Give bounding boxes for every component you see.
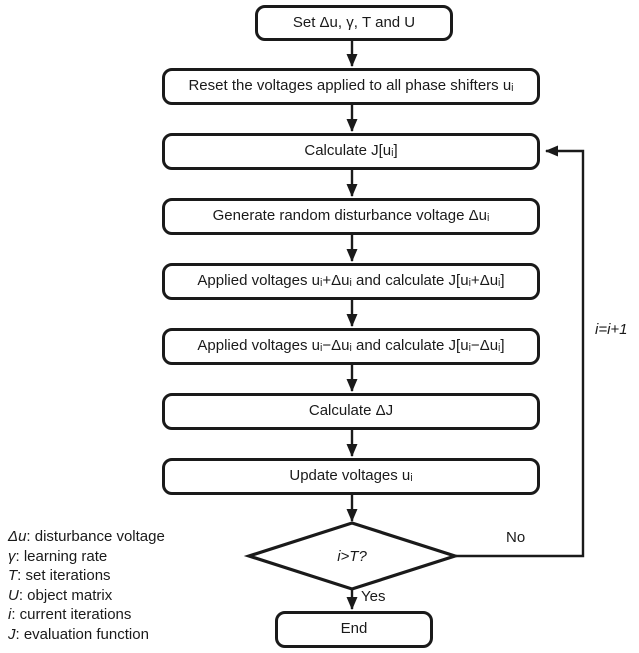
legend-item-learning-rate: γ: learning rate [8,547,165,567]
edge-loop-no-feedback [455,145,585,558]
legend-symbol: U [8,586,19,604]
legend-item-set-iterations: T: set iterations [8,566,165,586]
node-end: End [275,611,433,648]
legend-description: : set iterations [17,567,111,584]
node-calculate-j: Calculate J[uᵢ] [162,133,540,170]
legend: Δu: disturbance voltage γ: learning rate… [8,527,165,644]
legend-item-current-iterations: i: current iterations [8,605,165,625]
legend-item-evaluation-function: J: evaluation function [8,625,165,645]
decision-label: i>T? [337,547,367,565]
legend-symbol: i [8,606,12,623]
legend-item-disturbance-voltage: Δu: disturbance voltage [8,527,165,547]
legend-symbol: T [8,567,18,584]
legend-symbol: J [8,625,16,643]
node-generate-disturbance: Generate random disturbance voltage Δuᵢ [162,198,540,235]
legend-description: : current iterations [11,606,132,623]
legend-description: : evaluation function [15,625,149,643]
edge-label-no: No [506,529,526,546]
edge-label-loop-increment: i=i+1 [595,321,628,338]
legend-description: : disturbance voltage [26,528,165,545]
node-apply-minus-disturbance: Applied voltages uᵢ−Δuᵢ and calculate J[… [162,328,540,365]
decision-diamond [243,521,461,591]
legend-symbol: γ [8,547,16,565]
legend-item-object-matrix: U: object matrix [8,586,165,606]
node-apply-plus-disturbance: Applied voltages uᵢ+Δuᵢ and calculate J[… [162,263,540,300]
node-calculate-delta-j: Calculate ΔJ [162,393,540,430]
legend-description: : object matrix [18,586,113,604]
legend-symbol: Δu [8,528,27,545]
node-reset-voltages: Reset the voltages applied to all phase … [162,68,540,105]
edge-label-yes: Yes [361,588,386,605]
node-set-parameters: Set Δu, γ, T and U [255,5,453,41]
legend-description: : learning rate [15,547,108,565]
node-update-voltages: Update voltages uᵢ [162,458,540,495]
